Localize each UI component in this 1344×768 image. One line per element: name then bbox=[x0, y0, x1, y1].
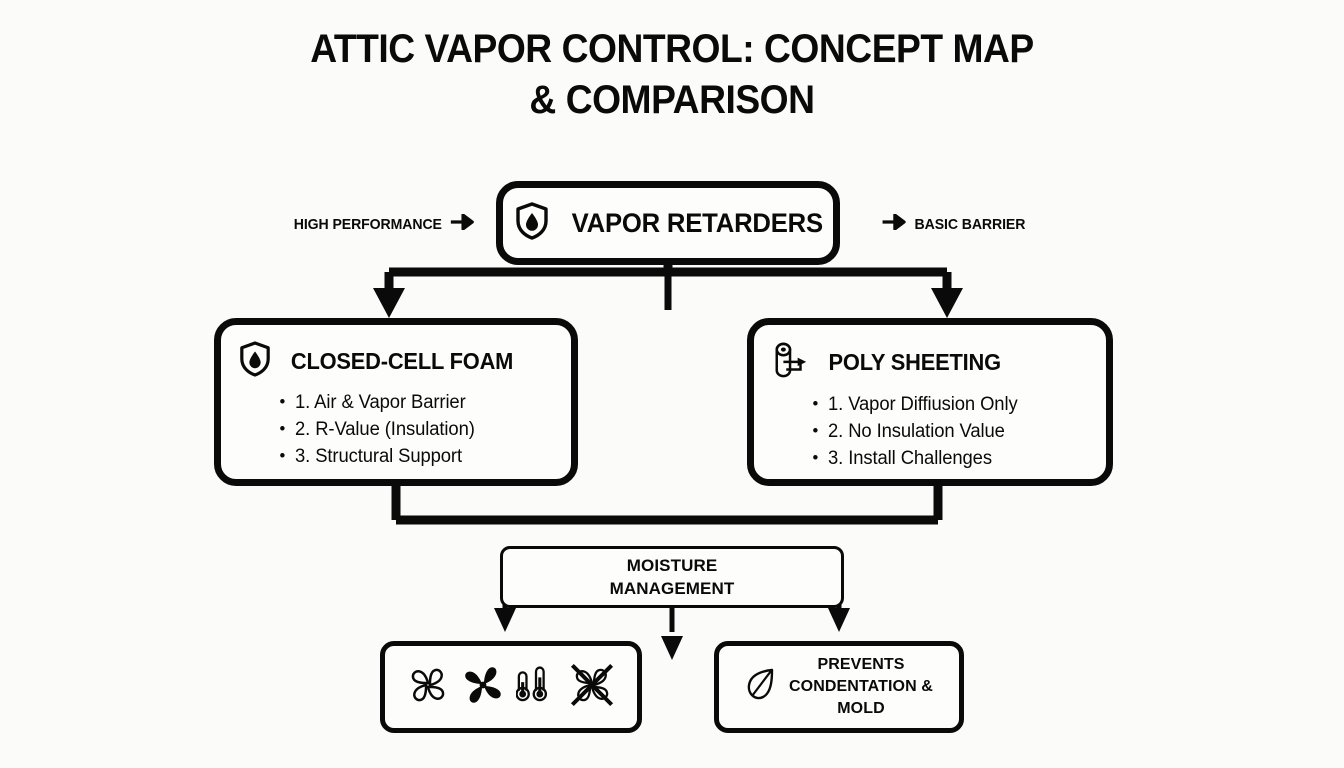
prevents-line-2: CONDENTATION & bbox=[789, 678, 933, 695]
label-high-performance-text: HIGH PERFORMANCE bbox=[293, 215, 442, 233]
list-item: 3. Structural Support bbox=[279, 442, 549, 470]
label-high-performance: HIGH PERFORMANCE bbox=[293, 213, 474, 234]
list-item: 3. Install Challenges bbox=[812, 444, 1084, 472]
shield-droplet-icon bbox=[239, 341, 271, 382]
list-item: 2. No Insulation Value bbox=[812, 417, 1084, 445]
label-basic-barrier-text: BASIC BARRIER bbox=[914, 215, 1026, 233]
arrowhead-to-icons bbox=[494, 608, 516, 632]
leaf-icon bbox=[745, 665, 779, 710]
prevents-line-1: PREVENTS bbox=[817, 656, 905, 673]
list-item: 1. Vapor Diffiusion Only bbox=[812, 390, 1084, 418]
arrow-right-icon bbox=[450, 213, 474, 234]
label-basic-barrier: BASIC BARRIER bbox=[882, 213, 1026, 234]
node-poly-sheeting[interactable]: POLY SHEETING 1. Vapor Diffiusion Only 2… bbox=[747, 318, 1113, 486]
roll-unroll-icon bbox=[772, 341, 810, 384]
prevents-text: PREVENTS CONDENTATION & MOLD bbox=[789, 654, 933, 720]
list-item: 2. R-Value (Insulation) bbox=[279, 415, 549, 443]
fan-outline-icon bbox=[407, 664, 449, 711]
title-line-2: & COMPARISON bbox=[529, 78, 815, 122]
node-closed-cell-foam[interactable]: CLOSED-CELL FOAM 1. Air & Vapor Barrier … bbox=[214, 318, 578, 486]
root-label: VAPOR RETARDERS bbox=[571, 207, 823, 238]
arrow-right-icon bbox=[882, 213, 907, 234]
moisture-line-2: MANAGEMENT bbox=[609, 579, 735, 598]
no-fan-crossed-icon bbox=[569, 662, 615, 713]
arrowhead-to-prevents bbox=[828, 608, 850, 632]
fan-filled-icon bbox=[462, 664, 504, 711]
foam-bullet-list: 1. Air & Vapor Barrier 2. R-Value (Insul… bbox=[239, 388, 557, 470]
page-title: ATTIC VAPOR CONTROL: CONCEPT MAP & COMPA… bbox=[0, 24, 1344, 126]
node-ventilation-icons[interactable] bbox=[380, 641, 642, 733]
arrowhead-to-foam bbox=[373, 288, 405, 318]
thermometers-icon bbox=[515, 664, 556, 711]
title-line-1: ATTIC VAPOR CONTROL: CONCEPT MAP bbox=[310, 27, 1034, 71]
poly-header: POLY SHEETING bbox=[772, 341, 1092, 384]
prevents-line-3: MOLD bbox=[837, 700, 885, 717]
poly-bullet-list: 1. Vapor Diffiusion Only 2. No Insulatio… bbox=[772, 390, 1092, 472]
foam-header: CLOSED-CELL FOAM bbox=[239, 341, 557, 382]
shield-droplet-icon bbox=[515, 201, 549, 245]
arrowhead-to-poly bbox=[931, 288, 963, 318]
arrowhead-center bbox=[661, 636, 683, 660]
foam-title: CLOSED-CELL FOAM bbox=[290, 348, 514, 374]
list-item: 1. Air & Vapor Barrier bbox=[279, 388, 549, 416]
poly-title: POLY SHEETING bbox=[828, 349, 1002, 375]
node-prevents-condensation-mold[interactable]: PREVENTS CONDENTATION & MOLD bbox=[714, 641, 964, 733]
node-moisture-management[interactable]: MOISTURE MANAGEMENT bbox=[500, 546, 844, 608]
moisture-line-1: MOISTURE bbox=[626, 556, 718, 575]
node-vapor-retarders[interactable]: VAPOR RETARDERS bbox=[496, 181, 840, 265]
